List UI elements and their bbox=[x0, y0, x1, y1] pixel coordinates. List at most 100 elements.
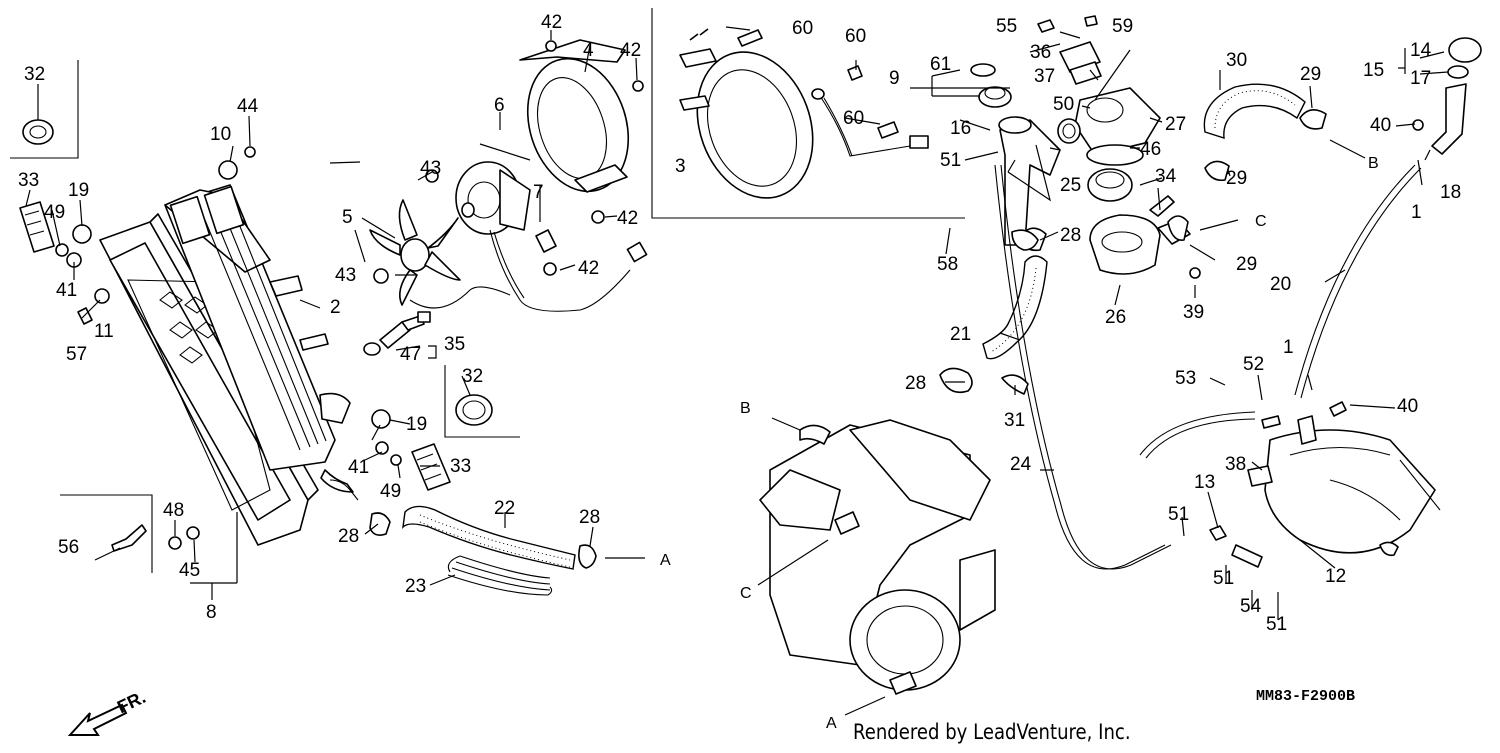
callout-2: 2 bbox=[330, 297, 341, 318]
callout-26: 26 bbox=[1105, 307, 1126, 328]
callout-5: 5 bbox=[342, 207, 353, 228]
callout-6: 6 bbox=[494, 95, 505, 116]
callout-37: 37 bbox=[1034, 66, 1055, 87]
callout-1a: 1 bbox=[1411, 202, 1422, 223]
callout-18: 18 bbox=[1440, 182, 1461, 203]
callout-4: 4 bbox=[583, 40, 594, 61]
callout-29a: 29 bbox=[1226, 168, 1247, 189]
connection-arrows bbox=[605, 139, 1366, 716]
clamp-28-left bbox=[329, 479, 597, 569]
callout-14: 14 bbox=[1410, 40, 1432, 61]
callout-49b: 49 bbox=[380, 481, 401, 502]
callout-33b: 33 bbox=[450, 456, 471, 477]
letter-A-hose: A bbox=[660, 552, 671, 569]
callout-42d: 42 bbox=[578, 258, 599, 279]
connection-letter-labels: B C A A B C bbox=[660, 155, 1379, 732]
callout-51c: 51 bbox=[1213, 568, 1234, 589]
clamps-28-31-mid bbox=[939, 229, 1039, 395]
callout-52: 52 bbox=[1243, 354, 1264, 375]
callout-60b: 60 bbox=[845, 26, 866, 47]
callout-29c: 29 bbox=[1300, 64, 1321, 85]
callout-40a: 40 bbox=[1370, 115, 1391, 136]
callout-20: 20 bbox=[1270, 274, 1291, 295]
callout-16: 16 bbox=[950, 118, 971, 139]
breather-tube-53 bbox=[1139, 411, 1256, 459]
callout-55: 55 bbox=[996, 16, 1017, 37]
callout-9: 9 bbox=[889, 68, 900, 89]
water-hose-21 bbox=[982, 255, 1048, 360]
callout-42a: 42 bbox=[541, 12, 562, 33]
callout-10: 10 bbox=[210, 124, 231, 145]
hose-23-coiled bbox=[447, 555, 553, 596]
leader-lines bbox=[25, 26, 1449, 620]
overflow-tube-20 bbox=[1294, 164, 1422, 399]
callout-30: 30 bbox=[1226, 50, 1247, 71]
callout-numbers: 32 10 44 33 19 49 41 11 57 2 56 48 45 8 … bbox=[18, 12, 1461, 635]
clamps-29 bbox=[1167, 109, 1327, 241]
callout-42c: 42 bbox=[617, 208, 638, 229]
callout-28a: 28 bbox=[338, 526, 359, 547]
callout-47: 47 bbox=[400, 344, 421, 365]
letter-B-tube: B bbox=[1368, 155, 1379, 172]
callout-19: 19 bbox=[68, 180, 89, 201]
water-hose-22 bbox=[402, 505, 576, 570]
small-fasteners-left bbox=[55, 146, 256, 325]
callout-7: 7 bbox=[533, 182, 544, 203]
callout-59: 59 bbox=[1112, 16, 1133, 37]
letter-C-housing: C bbox=[1255, 213, 1267, 230]
callout-51b: 51 bbox=[1168, 504, 1189, 525]
diagram-code: MM83-F2900B bbox=[1256, 688, 1356, 705]
callout-17: 17 bbox=[1410, 68, 1431, 89]
thermo-switch-47 bbox=[363, 315, 425, 356]
callout-31: 31 bbox=[1004, 410, 1025, 431]
callout-36: 36 bbox=[1030, 42, 1051, 63]
callout-41: 41 bbox=[56, 280, 77, 301]
fan-blade-5 bbox=[369, 199, 461, 306]
water-hose-30 bbox=[1203, 83, 1306, 139]
callout-11: 11 bbox=[94, 321, 114, 342]
callout-35: 35 bbox=[444, 334, 465, 355]
mount-bracket-33-right bbox=[411, 443, 451, 491]
thermostat-housing-27 bbox=[1059, 41, 1161, 166]
tank-hose-joints bbox=[1209, 415, 1281, 568]
callout-28b: 28 bbox=[579, 507, 600, 528]
front-direction-arrow: FR. bbox=[67, 687, 149, 736]
letter-A-engine: A bbox=[826, 715, 837, 732]
callout-32: 32 bbox=[24, 64, 45, 85]
callout-41b: 41 bbox=[348, 457, 369, 478]
callout-8: 8 bbox=[206, 602, 217, 623]
callout-42b: 42 bbox=[620, 40, 641, 61]
radiator-grill-32-top bbox=[10, 60, 79, 159]
callout-33: 33 bbox=[18, 170, 39, 191]
filler-cap-9 bbox=[910, 63, 1012, 108]
callout-24: 24 bbox=[1010, 454, 1032, 475]
callout-3: 3 bbox=[675, 156, 686, 177]
thermostat-25 bbox=[1087, 168, 1133, 202]
callout-22: 22 bbox=[494, 498, 515, 519]
callout-49: 49 bbox=[44, 202, 65, 223]
filler-neck-16 bbox=[998, 116, 1061, 246]
callout-19b: 19 bbox=[406, 414, 427, 435]
callout-54: 54 bbox=[1240, 596, 1262, 617]
callout-56: 56 bbox=[58, 537, 79, 558]
callout-32b: 32 bbox=[462, 366, 483, 387]
callout-13: 13 bbox=[1194, 472, 1215, 493]
callout-39: 39 bbox=[1183, 302, 1204, 323]
fan-shroud-4 bbox=[519, 39, 630, 193]
callout-21: 21 bbox=[950, 324, 971, 345]
callout-50: 50 bbox=[1053, 94, 1074, 115]
wire-and-bolts-top bbox=[737, 29, 929, 157]
reserve-tank-12 bbox=[1264, 401, 1441, 557]
letter-B-engine: B bbox=[740, 400, 751, 417]
fan-shroud-3 bbox=[651, 8, 965, 219]
callout-28c: 28 bbox=[1060, 225, 1081, 246]
callout-27: 27 bbox=[1165, 114, 1186, 135]
callout-1b: 1 bbox=[1283, 337, 1294, 358]
fasteners-lower-middle bbox=[60, 409, 402, 573]
bracket-7 bbox=[535, 229, 557, 253]
callout-51a: 51 bbox=[940, 150, 961, 171]
engine bbox=[759, 419, 996, 695]
callout-28d: 28 bbox=[905, 373, 926, 394]
fan-wire-harness bbox=[409, 229, 648, 323]
